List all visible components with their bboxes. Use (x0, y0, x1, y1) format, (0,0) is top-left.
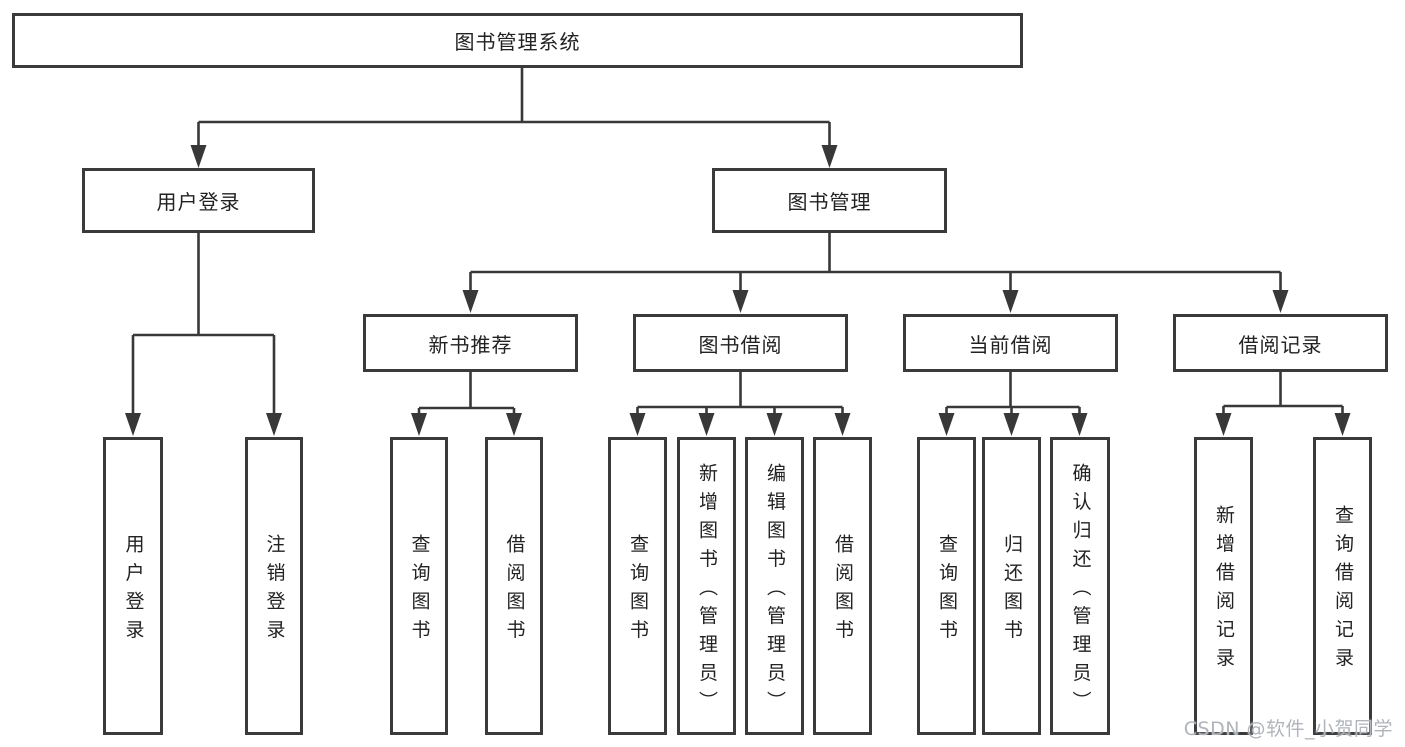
arrowhead (266, 413, 282, 436)
arrowhead (1071, 413, 1088, 436)
leaf-record-add: 新增借阅记录 (1194, 437, 1253, 735)
arrowhead (411, 413, 427, 436)
leaf-borrow-edit-admin: 编辑图书（管理员） (745, 437, 804, 735)
node-book-borrow: 图书借阅 (633, 314, 848, 372)
node-borrow-record: 借阅记录 (1173, 314, 1388, 372)
leaf-current-confirm-admin: 确认归还（管理员） (1050, 437, 1110, 735)
csdn-watermark: CSDN @软件_小贺同学 (1183, 718, 1393, 740)
edge-book-mgmt-children (462, 233, 1289, 313)
leaf-borrow-query: 查询图书 (608, 437, 667, 735)
leaf-borrow-add-admin: 新增图书（管理员） (677, 437, 736, 735)
leaf-record-query: 查询借阅记录 (1313, 437, 1372, 735)
node-current-borrow: 当前借阅 (903, 314, 1118, 372)
leaf-logout: 注销登录 (245, 437, 303, 735)
arrowhead (629, 413, 646, 436)
leaf-borrow-book: 借阅图书 (813, 437, 872, 735)
leaf-current-query: 查询图书 (917, 437, 976, 735)
node-new-book-recommend: 新书推荐 (363, 314, 578, 372)
leaf-current-return: 归还图书 (982, 437, 1041, 735)
node-root: 图书管理系统 (12, 13, 1023, 68)
arrowhead (1002, 290, 1019, 313)
arrowhead (698, 413, 715, 436)
edge-root-to-level2 (190, 66, 838, 168)
node-user-login: 用户登录 (82, 168, 315, 233)
edge-new-book-children (411, 372, 522, 436)
arrowhead (190, 145, 207, 168)
arrowhead (1334, 413, 1351, 436)
arrowhead (834, 413, 851, 436)
arrowhead (1003, 413, 1020, 436)
arrowhead (938, 413, 955, 436)
arrowhead (1215, 413, 1232, 436)
arrowhead (125, 413, 141, 436)
arrowhead (732, 290, 749, 313)
edge-book-borrow-children (629, 372, 851, 436)
arrowhead (506, 413, 522, 436)
arrowhead (1272, 290, 1289, 313)
arrowhead (821, 145, 838, 168)
edge-borrow-record-children (1215, 372, 1351, 436)
edge-current-borrow-children (938, 372, 1088, 436)
arrowhead (462, 290, 479, 313)
leaf-newbook-borrow: 借阅图书 (485, 437, 543, 735)
leaf-newbook-query: 查询图书 (390, 437, 448, 735)
node-book-mgmt: 图书管理 (712, 168, 947, 233)
leaf-user-login: 用户登录 (103, 437, 163, 735)
arrowhead (766, 413, 783, 436)
edge-user-login-children (125, 233, 282, 436)
